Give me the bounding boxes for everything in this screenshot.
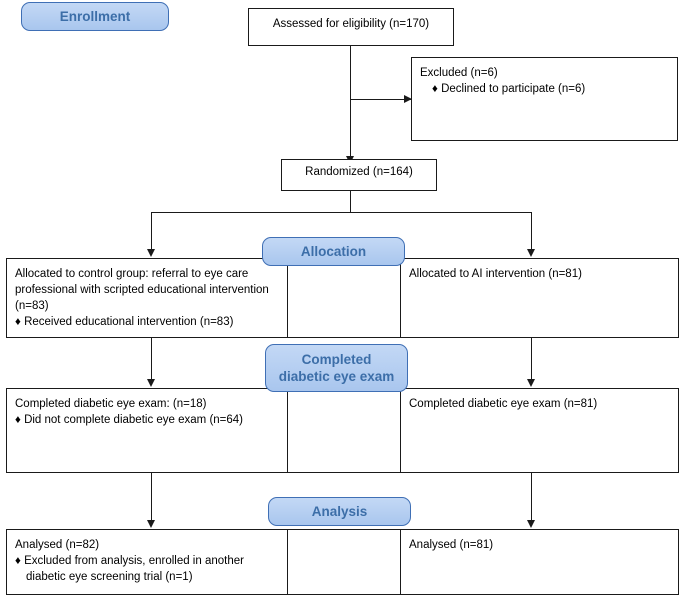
arrowhead-allocation-control-to-exam (147, 379, 155, 387)
box-allocation-spacer (287, 258, 401, 338)
connector-exam-control-to-analysis (151, 473, 152, 522)
box-allocation-control: Allocated to control group: referral to … (6, 258, 288, 338)
analysis-control-line-1: Analysed (n=82) (15, 539, 100, 551)
connector-assessed-to-randomized (350, 46, 351, 159)
analysis-intervention-line-1: Analysed (n=81) (409, 539, 494, 551)
arrowhead-allocation-intervention-to-exam (527, 379, 535, 387)
allocation-control-line-1: Allocated to control group: referral to … (15, 268, 269, 312)
excluded-line-1: Excluded (n=6) (420, 67, 498, 79)
connector-randomized-to-intervention (531, 212, 532, 250)
box-analysis-control: Analysed (n=82) ♦ Excluded from analysis… (6, 529, 288, 595)
stage-label-enrollment: Enrollment (21, 2, 169, 31)
stage-label-enrollment-text: Enrollment (59, 9, 131, 24)
box-analysis-intervention: Analysed (n=81) (400, 529, 679, 595)
excluded-line-2: ♦ Declined to participate (n=6) (432, 83, 586, 95)
connector-randomized-to-control (151, 212, 152, 250)
analysis-control-line-2: ♦ Excluded from analysis, enrolled in an… (15, 555, 244, 583)
box-exam-control: Completed diabetic eye exam: (n=18) ♦ Di… (6, 388, 288, 473)
arrowhead-randomized-to-intervention (527, 249, 535, 257)
randomized-text: Randomized (n=164) (305, 166, 413, 178)
exam-control-line-2: ♦ Did not complete diabetic eye exam (n=… (15, 414, 244, 426)
arrowhead-exam-intervention-to-analysis (527, 520, 535, 528)
arrowhead-randomized-to-control (147, 249, 155, 257)
connector-allocation-intervention-to-exam (531, 338, 532, 381)
stage-label-completed-exam-line-1: Completed (301, 352, 372, 367)
box-assessed-for-eligibility: Assessed for eligibility (n=170) (248, 8, 454, 46)
connector-to-excluded (350, 99, 411, 100)
stage-label-completed-exam: Completed diabetic eye exam (265, 344, 408, 392)
assessed-text: Assessed for eligibility (n=170) (272, 18, 430, 30)
connector-randomized-stem (350, 191, 351, 212)
exam-intervention-line-1: Completed diabetic eye exam (n=81) (409, 398, 598, 410)
box-exam-intervention: Completed diabetic eye exam (n=81) (400, 388, 679, 473)
stage-label-completed-exam-line-2: diabetic eye exam (278, 369, 395, 384)
box-randomized: Randomized (n=164) (281, 159, 437, 191)
box-exam-spacer (287, 388, 401, 473)
allocation-intervention-line-1: Allocated to AI intervention (n=81) (409, 268, 582, 280)
stage-label-analysis: Analysis (268, 497, 411, 526)
connector-randomized-split-bar (151, 212, 531, 213)
box-allocation-intervention: Allocated to AI intervention (n=81) (400, 258, 679, 338)
stage-label-allocation: Allocation (262, 237, 405, 266)
allocation-control-line-2: ♦ Received educational intervention (n=8… (15, 316, 234, 328)
box-analysis-spacer (287, 529, 401, 595)
exam-control-line-1: Completed diabetic eye exam: (n=18) (15, 398, 207, 410)
arrowhead-to-excluded (404, 95, 412, 103)
stage-label-analysis-text: Analysis (311, 504, 368, 519)
box-excluded: Excluded (n=6) ♦ Declined to participate… (411, 57, 678, 141)
connector-allocation-control-to-exam (151, 338, 152, 381)
arrowhead-exam-control-to-analysis (147, 520, 155, 528)
connector-exam-intervention-to-analysis (531, 473, 532, 522)
stage-label-allocation-text: Allocation (300, 244, 367, 259)
